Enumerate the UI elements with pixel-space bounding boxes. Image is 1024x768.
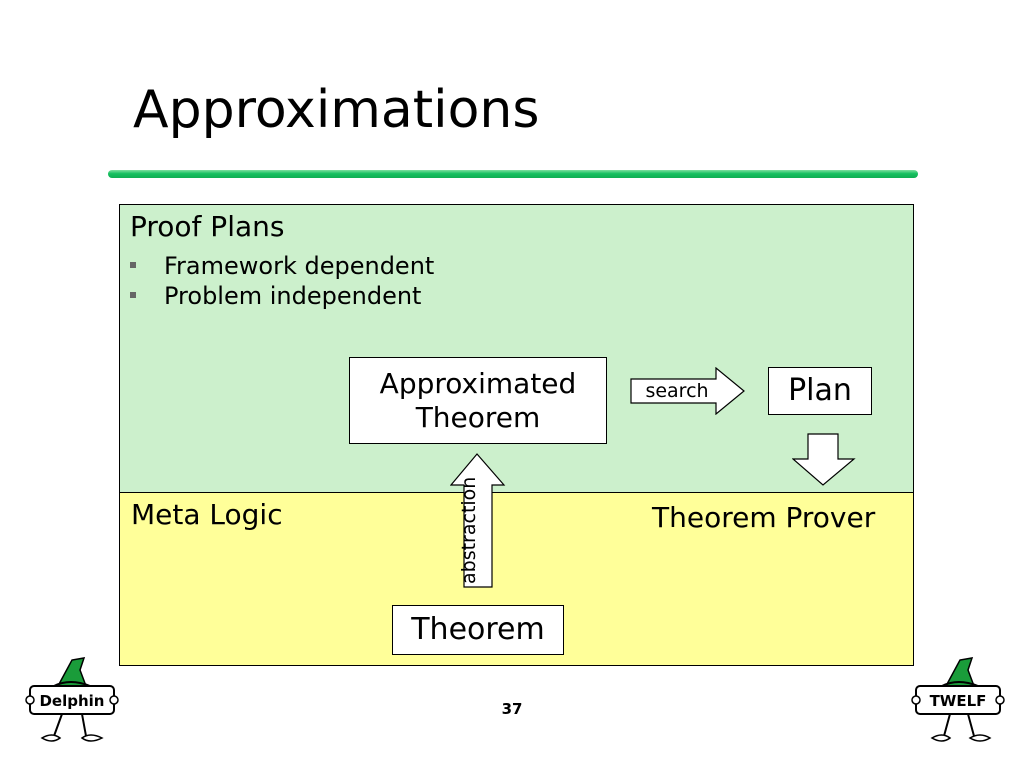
page-number: 37 [501,700,523,718]
theorem-prover-label: Theorem Prover [652,501,876,534]
plan-label: Plan [788,373,852,408]
slide-title: Approximations [133,80,540,140]
title-divider [108,170,918,178]
approximated-theorem-box: Approximated Theorem [349,357,607,444]
delphin-logo: Delphin [25,657,119,742]
search-label: search [645,380,709,402]
abstraction-up-arrow [450,453,506,588]
proof-plans-panel [119,204,914,493]
meta-logic-heading: Meta Logic [131,498,283,531]
bullet-item: Framework dependent [130,251,434,281]
twelf-logo-text: TWELF [930,692,987,710]
bullet-item: Problem independent [130,281,421,311]
delphin-logo-text: Delphin [39,692,104,710]
approximated-theorem-line-1: Approximated [379,366,577,400]
down-arrow [792,433,856,486]
plan-box: Plan [768,367,872,415]
bullet-square-icon [130,262,136,268]
search-arrow [630,367,745,415]
approximated-theorem-line-2: Theorem [415,400,541,434]
twelf-logo: TWELF [911,657,1005,742]
proof-plans-heading: Proof Plans [130,210,285,243]
theorem-box: Theorem [392,605,564,655]
theorem-label: Theorem [411,612,545,647]
bullet-text: Framework dependent [164,252,435,280]
bullet-square-icon [130,292,136,298]
abstraction-label: abstraction [458,476,480,584]
bullet-text: Problem independent [164,282,422,310]
